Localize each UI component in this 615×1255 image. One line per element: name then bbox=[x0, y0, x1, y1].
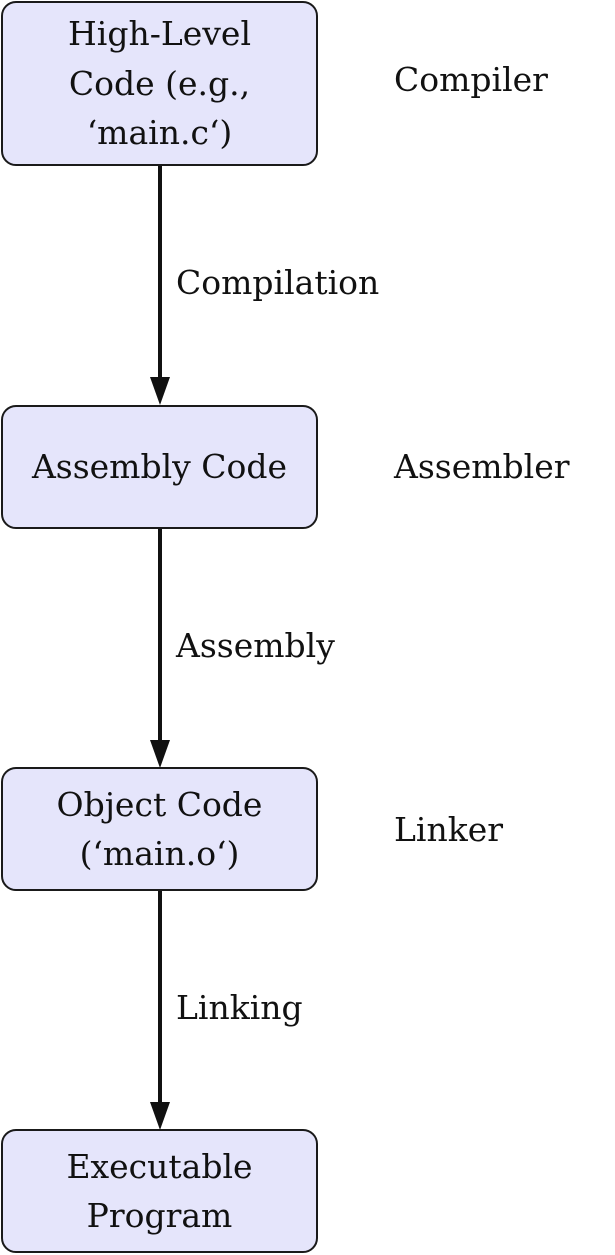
arrow-linking-head bbox=[150, 1102, 170, 1130]
arrow-assembly-shaft bbox=[158, 529, 162, 743]
stage-label: High-Level Code (e.g., ‘main.c‘) bbox=[67, 14, 252, 153]
stage-high-level-code: High-Level Code (e.g., ‘main.c‘) bbox=[1, 1, 318, 166]
stage-label: Executable Program bbox=[66, 1146, 253, 1236]
stage-label: Assembly Code bbox=[31, 447, 288, 487]
tool-label-compiler: Compiler bbox=[394, 60, 548, 99]
arrow-compilation-shaft bbox=[158, 166, 162, 380]
stage-label: Object Code (‘main.o‘) bbox=[56, 784, 263, 874]
arrow-assembly-head bbox=[150, 740, 170, 768]
step-label-compilation: Compilation bbox=[176, 263, 380, 302]
tool-label-assembler: Assembler bbox=[394, 447, 570, 486]
arrow-compilation-head bbox=[150, 377, 170, 405]
step-label-linking: Linking bbox=[176, 988, 303, 1027]
arrow-linking-shaft bbox=[158, 891, 162, 1105]
tool-label-linker: Linker bbox=[394, 810, 504, 849]
stage-assembly-code: Assembly Code bbox=[1, 405, 318, 529]
step-label-assembly: Assembly bbox=[176, 626, 335, 665]
stage-executable-program: Executable Program bbox=[1, 1129, 318, 1253]
stage-object-code: Object Code (‘main.o‘) bbox=[1, 767, 318, 891]
